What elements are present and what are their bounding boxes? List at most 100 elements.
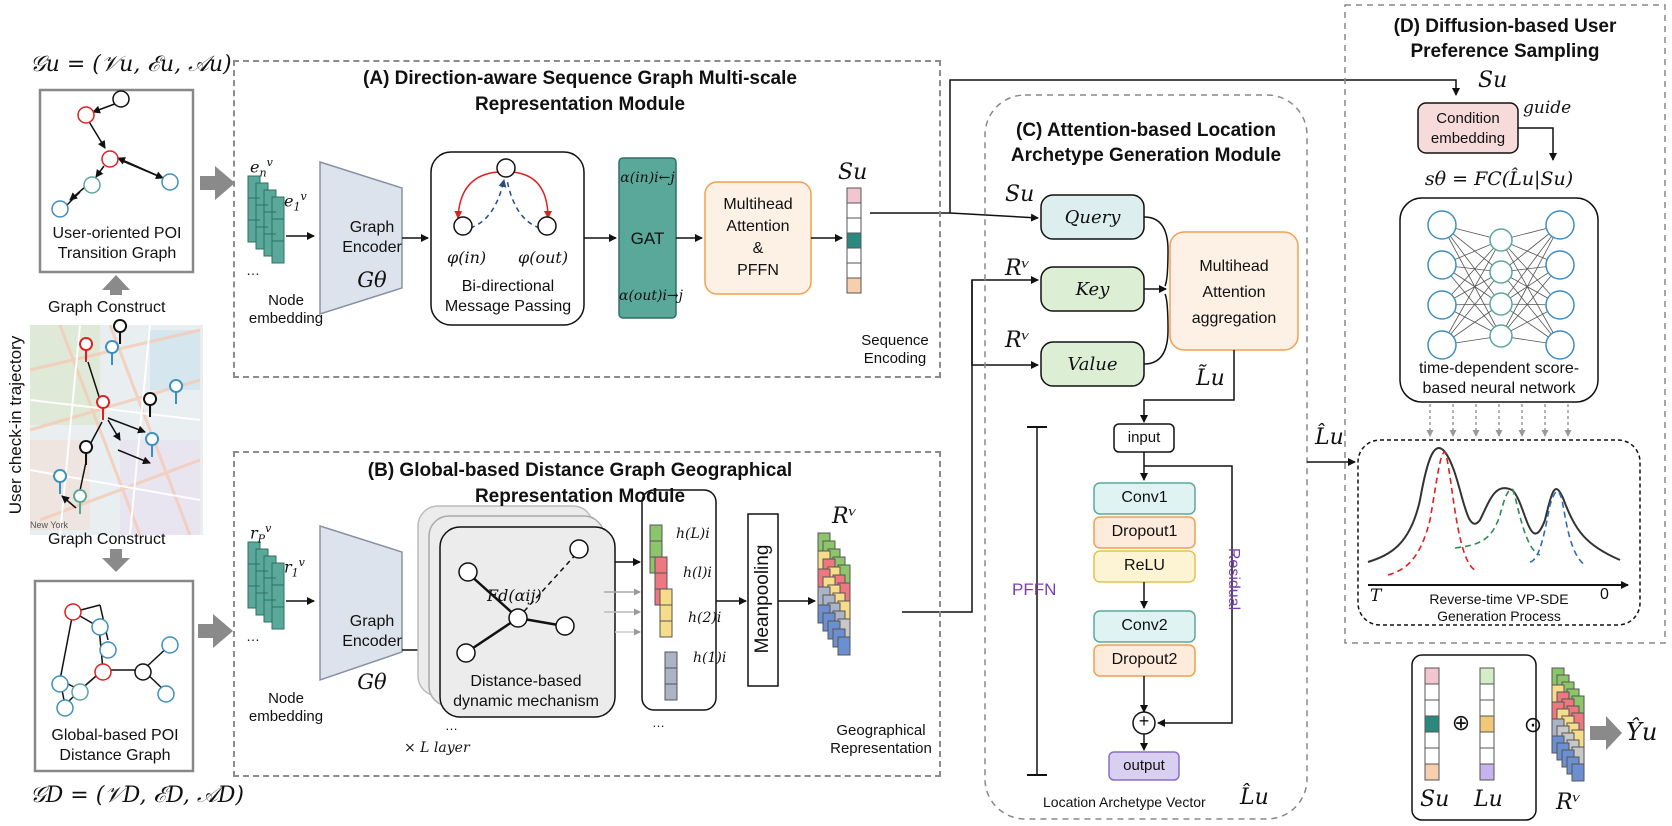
condition-label-1: Condition: [1436, 110, 1500, 127]
arrow-to-module-b: [198, 614, 233, 648]
h-label-1: h(1)i: [693, 650, 727, 666]
input-label: input: [1127, 429, 1161, 446]
h-label-2: h(2)i: [688, 610, 722, 626]
rv-stack-b: [817, 532, 851, 656]
rv-stack-bottom: [1551, 667, 1585, 782]
e1-label: e1v: [284, 190, 307, 214]
process-label-2: Generation Process: [1437, 608, 1561, 624]
output-label: output: [1123, 757, 1165, 774]
mha-label-a-4: PFFN: [737, 262, 779, 279]
lu-vector-bottom: [1479, 667, 1495, 781]
oplus-symbol: ⊕: [1451, 710, 1471, 735]
node-embedding-stack-b: [247, 541, 285, 630]
y-hat-label: Ŷu: [1626, 718, 1658, 746]
plus-label: +: [1138, 711, 1150, 731]
module-b-title-1: (B) Global-based Distance Graph Geograph…: [367, 460, 793, 481]
rv-label-b: Rᵛ: [832, 504, 857, 529]
rp-label: rPv: [250, 522, 272, 546]
alpha-in-label: α(in)i←j: [620, 170, 675, 186]
graph-construct-bottom-label: Graph Construct: [48, 531, 166, 548]
ellipsis-a: …: [246, 262, 260, 278]
su-label-c: Su: [1005, 182, 1035, 207]
conv1-label: Conv1: [1121, 489, 1168, 506]
condition-label-2: embedding: [1430, 130, 1506, 147]
network-label-1: time-dependent score-: [1418, 360, 1580, 377]
red-dist: [1387, 451, 1476, 576]
mha-label-a-2: Attention: [726, 218, 790, 235]
conv2-label: Conv2: [1121, 617, 1168, 634]
h-label-l: h(l)i: [683, 565, 712, 581]
l-hat-side-label: L̂u: [1315, 425, 1344, 450]
lu-label-bottom: Lu: [1474, 787, 1503, 812]
transition-graph-label: User-oriented POI Transition Graph: [52, 225, 182, 262]
bottom-bracket: [1411, 654, 1537, 821]
graph-encoder-b: [319, 524, 403, 682]
conv2-box: [1093, 610, 1196, 643]
relu-label: ReLU: [1124, 557, 1165, 574]
network-label-2: based neural network: [1422, 380, 1576, 397]
mha-agg-label-1: Multihead: [1199, 258, 1269, 275]
geo-rep-label: Geographical Representation: [830, 722, 932, 757]
mha-label-a-3: &: [752, 240, 764, 257]
blue-dist: [1529, 490, 1586, 566]
arrow-to-module-a: [200, 166, 235, 200]
odot-symbol: ⊙: [1523, 712, 1543, 737]
dropout2-label: Dropout2: [1111, 651, 1178, 668]
green-dist: [1454, 488, 1541, 556]
fd-label: Fd(αij): [487, 586, 542, 605]
distance-mechanism-label: Distance-based dynamic mechanism: [453, 673, 599, 710]
rv-label-c2: Rᵛ: [1005, 328, 1030, 353]
graph-encoder-label-a: Graph Encoder: [342, 219, 402, 256]
mha-agg-label-3: aggregation: [1191, 310, 1277, 327]
su-label-bottom: Su: [1420, 787, 1450, 812]
distance-mechanism-box: [439, 526, 616, 718]
conv1-box: [1093, 482, 1196, 515]
module-a-title-1: (A) Direction-aware Sequence Graph Multi…: [363, 68, 797, 89]
trajectory-label: User check-in trajectory: [6, 335, 25, 515]
zero-label: 0: [1600, 586, 1609, 603]
mha-agg-label-2: Attention: [1202, 284, 1266, 301]
node-embedding-label-b: Node embedding: [248, 690, 324, 725]
density-curve: [1367, 447, 1621, 563]
meanpooling-box: [747, 513, 779, 687]
graph-construct-down-arrow: [102, 558, 130, 572]
vector-label: Location Archetype Vector: [1043, 794, 1206, 810]
rv-label-c1: Rᵛ: [1005, 256, 1030, 281]
graph-encoder-a: [319, 160, 403, 316]
phi-out-label: φ(out): [518, 248, 569, 267]
sequence-encoding-label: Sequence Encoding: [861, 332, 929, 367]
residual-label: Residual: [1225, 547, 1242, 611]
module-b-frame: [233, 451, 941, 777]
dropout1-label: Dropout1: [1111, 523, 1178, 540]
output-box: [1108, 751, 1180, 781]
alpha-out-label: α(out)i→j: [619, 288, 683, 304]
pffn-label: PFFN: [1012, 580, 1057, 599]
graph-construct-top-label: Graph Construct: [48, 299, 166, 316]
query-label: Query: [1064, 207, 1121, 228]
g-theta-b: Gθ: [357, 670, 387, 694]
module-a-frame: [233, 60, 941, 378]
layer-ellipsis: …: [445, 718, 458, 733]
rv-label-bottom: Rᵛ: [1556, 790, 1581, 815]
graph-construct-up-arrow: [102, 275, 130, 290]
h-label-L: h(L)i: [676, 526, 710, 542]
su-vector-bottom: [1424, 667, 1440, 781]
dropout1-box: [1093, 516, 1196, 549]
process-label-1: Reverse-time VP-SDE: [1429, 591, 1569, 607]
module-b-title-2: Representation Module: [474, 486, 686, 507]
module-a-title-2: Representation Module: [474, 94, 686, 115]
gu-formula: 𝒢u = (𝒱u, ℰu, 𝒜u): [30, 52, 232, 77]
s-theta-label: sθ = FC(L̂u|Su): [1424, 168, 1574, 190]
l-tilde-label: L̃u: [1196, 366, 1225, 391]
su-label-a: Su: [838, 160, 868, 185]
g-theta-a: Gθ: [357, 268, 387, 292]
layer-label: × L layer: [404, 740, 470, 756]
module-c-title-1: (C) Attention-based Location: [1016, 120, 1276, 141]
result-arrow: [1590, 716, 1622, 750]
generation-process-box: [1357, 439, 1641, 626]
h-ellipsis: …: [652, 715, 665, 730]
en-label: env: [250, 156, 273, 180]
module-d-title-1: (D) Diffusion-based User: [1393, 16, 1617, 37]
r1-label: r1v: [284, 556, 305, 580]
